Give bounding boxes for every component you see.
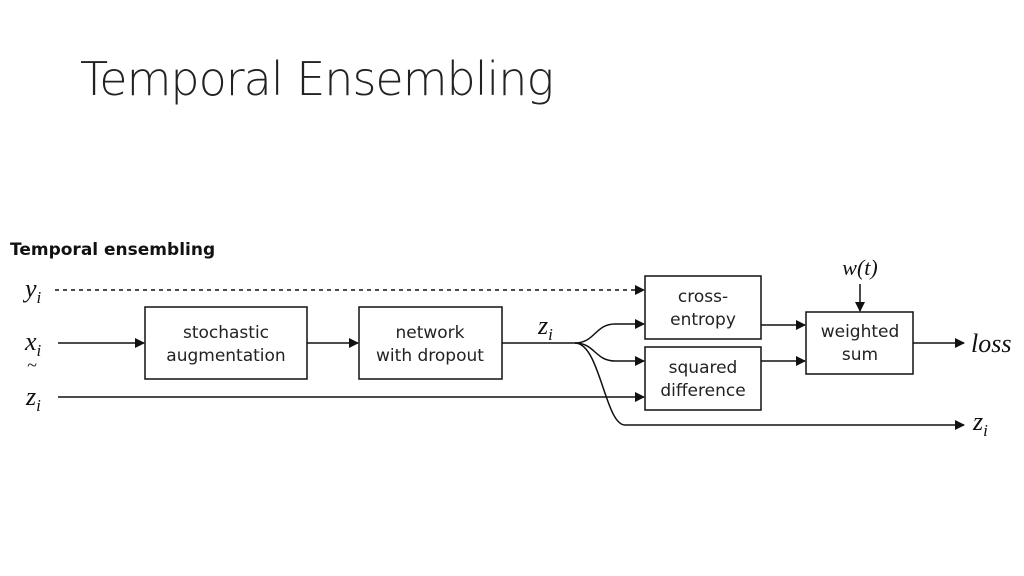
box-label: cross- (678, 287, 728, 307)
box-label: with dropout (376, 346, 484, 366)
arrow-z-to-cross-entropy (574, 319, 645, 344)
box-squared-difference: squared difference (644, 346, 762, 411)
box-label: stochastic (183, 323, 269, 343)
box-label: augmentation (166, 346, 285, 366)
box-weighted-sum: weighted sum (805, 311, 914, 375)
label-z-i-mid: zi (537, 311, 553, 344)
slide-title: Temporal Ensembling (80, 52, 554, 106)
arrow-z-output (574, 342, 965, 430)
box-label: entropy (670, 310, 736, 330)
label-x-i: xi (24, 327, 42, 360)
label-y-i: yi (22, 274, 42, 307)
label-weight: w(t) (842, 255, 877, 280)
box-network-with-dropout: network with dropout (358, 306, 503, 380)
box-label: sum (842, 345, 878, 365)
box-cross-entropy: cross- entropy (644, 275, 762, 340)
box-label: difference (660, 381, 745, 401)
label-z-tilde-i: zi (25, 382, 41, 415)
box-label: weighted (821, 322, 900, 342)
label-z-i-out: zi (972, 407, 988, 440)
box-label: network (395, 323, 464, 343)
box-label: squared (669, 358, 738, 378)
arrow-z-to-squared-difference (574, 342, 645, 366)
label-z-tilde-mark: ~ (27, 355, 37, 375)
box-stochastic-augmentation: stochastic augmentation (144, 306, 308, 380)
diagram-title: Temporal ensembling (10, 240, 216, 260)
label-loss: loss (971, 329, 1011, 358)
